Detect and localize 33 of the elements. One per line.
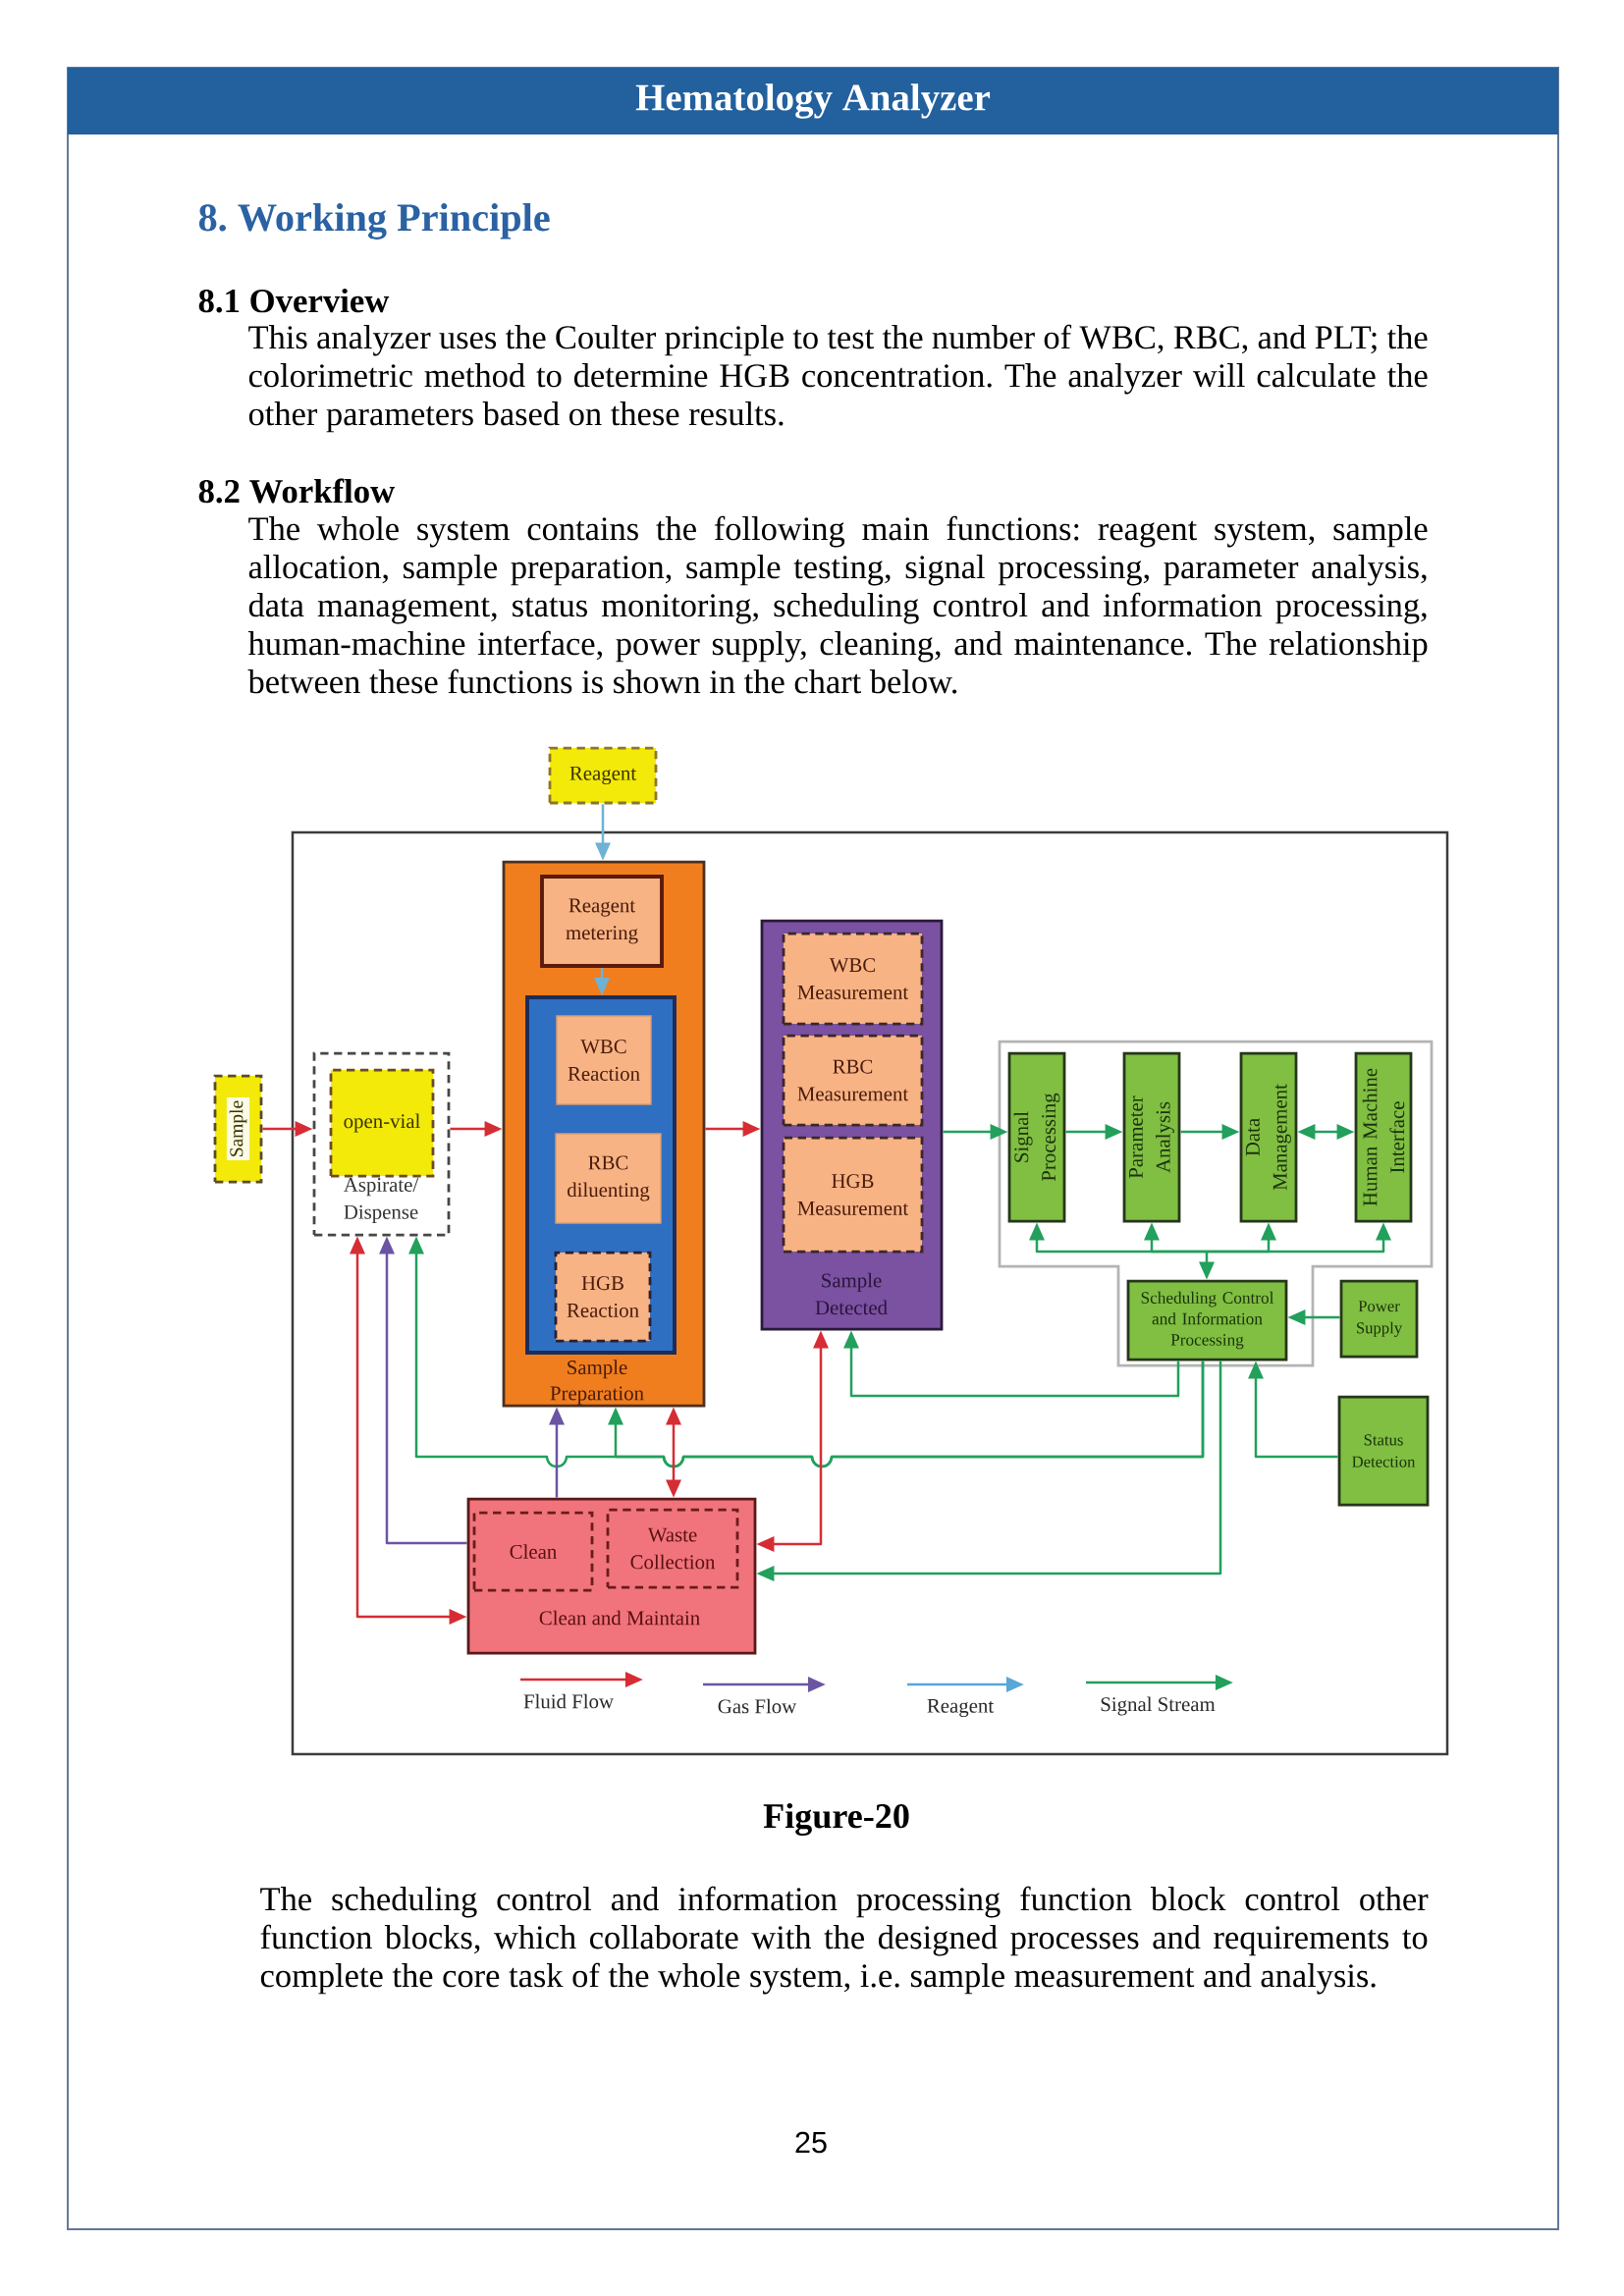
header-bar: Hematology Analyzer [68, 68, 1558, 134]
subsection-heading: 8.2 Workflow [198, 478, 395, 504]
sample-box: Sample [213, 1074, 263, 1184]
control-box: Scheduling Control and Information Processing [1126, 1279, 1288, 1362]
legend-label: Signal Stream [1101, 1696, 1216, 1716]
power-supply-box: Power Supply [1339, 1279, 1419, 1359]
process-box: Clean [472, 1511, 594, 1592]
measurement-box: HGB Measurement [782, 1136, 924, 1254]
legend-label: Gas Flow [718, 1698, 797, 1714]
status-detection-box: Status Detection [1337, 1395, 1430, 1507]
legend-label: Reagent [927, 1698, 994, 1718]
section-heading: 8. Working Principle [198, 203, 550, 240]
figure-caption: Figure-20 [763, 1802, 909, 1836]
process-box: RBC diluenting [555, 1133, 662, 1224]
open-vial-box: open-vial [329, 1068, 435, 1178]
reagent-box: Reagent [548, 746, 658, 805]
legend-label: Fluid Flow [523, 1693, 614, 1709]
page-number: 25 [795, 2131, 827, 2154]
process-box: Reagent metering [540, 875, 664, 968]
measurement-box: WBC Measurement [782, 932, 924, 1026]
body-text: The whole system contains the following main functions: reagent system, sample allocation, sample preparation, sample testing, signal processing, parameter analysis, data management, status monitoring, scheduling control and information processing, human-machine interface, power supply, cleaning, and maintenance. The relationship between these functions is shown in the chart below. [247, 515, 1428, 694]
function-box: Parameter Analysis [1122, 1051, 1181, 1223]
body-text: This analyzer uses the Coulter principle to test the number of WBC, RBC, and PLT; the colorimetric method to determine HGB concentration. The analyzer will calculate the other parameters based on these results. [248, 324, 1428, 433]
group-outline [998, 1040, 1434, 1367]
function-box: Human Machine Interface [1354, 1051, 1413, 1223]
function-box: Signal Processing [1007, 1051, 1066, 1223]
body-text: The scheduling control and information processing function block control other function blocks, which collaborate with the designed processes and requirements to complete the core task of the whole system, i.e. sample measurement and analysis. [260, 1886, 1429, 1995]
measurement-box: RBC Measurement [782, 1034, 924, 1127]
function-box: Data Management [1239, 1051, 1298, 1223]
process-box: Waste Collection [606, 1508, 739, 1589]
process-box: WBC Reaction [556, 1015, 652, 1105]
subsection-heading: 8.1 Overview [198, 288, 390, 313]
process-box: HGB Reaction [554, 1251, 652, 1343]
